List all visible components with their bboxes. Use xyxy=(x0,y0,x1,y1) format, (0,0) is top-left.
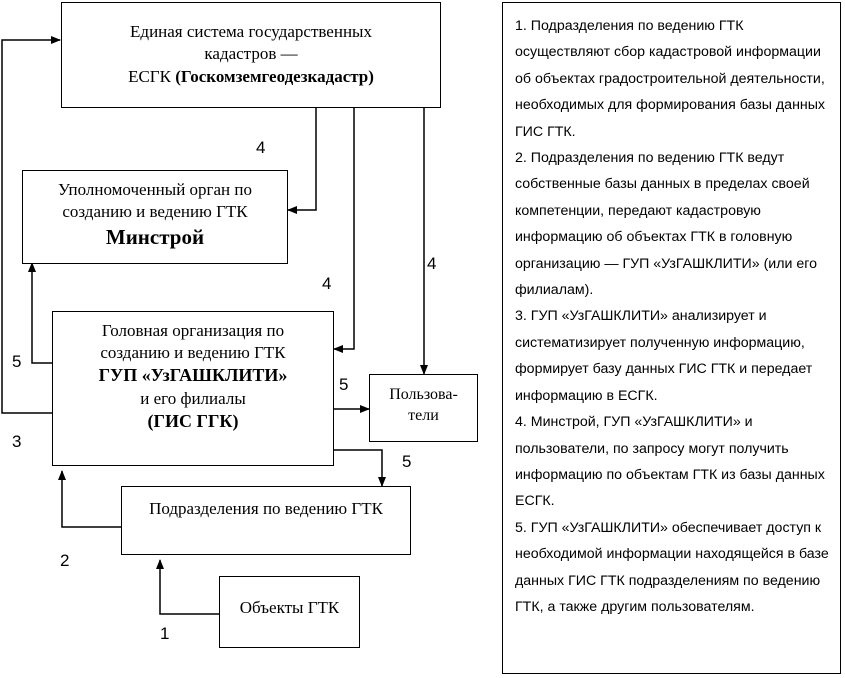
flow-label-1: 1 xyxy=(160,624,170,643)
flow-label-4: 4 xyxy=(256,138,266,157)
users-line2: тели xyxy=(408,407,439,425)
esgk-line1: Единая система государственных xyxy=(130,22,372,41)
minstroy-line2: созданию и ведению ГТК xyxy=(62,202,248,222)
users-box: Пользова- тели xyxy=(369,374,478,442)
flow-label-4: 4 xyxy=(322,274,332,293)
notes-panel: 1. Подразделения по ведению ГТК осуществ… xyxy=(502,2,841,674)
arrow-gup-to-minstroy xyxy=(28,262,52,364)
minstroy-line1: Уполномоченный орган по xyxy=(57,180,252,199)
objects-box: Объекты ГТК xyxy=(219,576,360,648)
minstroy-title: Минстрой xyxy=(105,224,205,249)
note-item: 4. Минстрой, ГУП «УзГАШКЛИТИ» и пользова… xyxy=(515,414,825,510)
arrow-gup-to-divisions xyxy=(334,449,386,487)
note-item: 3. ГУП «УзГАШКЛИТИ» анализирует и систем… xyxy=(515,308,813,404)
arrow-esgk-to-minstroy xyxy=(287,108,317,214)
flow-label-5: 5 xyxy=(402,452,412,471)
users-line1: Пользова- xyxy=(389,386,458,403)
gup-line4: и его филиалы xyxy=(140,388,246,408)
minstroy-box: Уполномоченный орган по созданию и веден… xyxy=(22,170,288,264)
gup-title: ГУП «УзГАШКЛИТИ» xyxy=(98,365,288,386)
flow-label-5: 5 xyxy=(12,352,22,371)
gup-box: Головная организация по созданию и веден… xyxy=(52,311,334,466)
flow-label-4: 4 xyxy=(427,254,437,273)
divisions-label: Подразделения по ведению ГТК xyxy=(149,499,383,518)
gup-line2: созданию и ведению ГТК xyxy=(100,343,286,363)
esgk-line3-bold: (Госкомземгеодезкадастр) xyxy=(175,66,374,86)
gup-gis: (ГИС ГГК) xyxy=(147,410,239,431)
flow-label-2: 2 xyxy=(60,551,70,570)
divisions-box: Подразделения по ведению ГТК xyxy=(121,486,411,555)
gup-line1: Головная организация по xyxy=(101,321,285,340)
arrow-gup-to-esgk xyxy=(1,36,61,414)
arrow-objects-to-divisions xyxy=(156,559,219,615)
note-item: 2. Подразделения по ведению ГТК ведут со… xyxy=(515,150,818,299)
esgk-line2: кадастров — xyxy=(204,44,298,64)
objects-label: Объекты ГТК xyxy=(239,598,340,617)
note-item: 5. ГУП «УзГАШКЛИТИ» обеспечивает доступ … xyxy=(515,519,829,615)
note-item: 1. Подразделения по ведению ГТК осуществ… xyxy=(515,18,826,140)
flow-label-5: 5 xyxy=(339,375,349,394)
flow-label-3: 3 xyxy=(12,432,22,451)
arrow-divisions-to-gup xyxy=(58,470,121,528)
arrow-esgk-to-gup xyxy=(333,108,355,353)
esgk-box: Единая система государственных кадастров… xyxy=(61,2,441,108)
esgk-line3: ЕСГК xyxy=(128,66,176,86)
